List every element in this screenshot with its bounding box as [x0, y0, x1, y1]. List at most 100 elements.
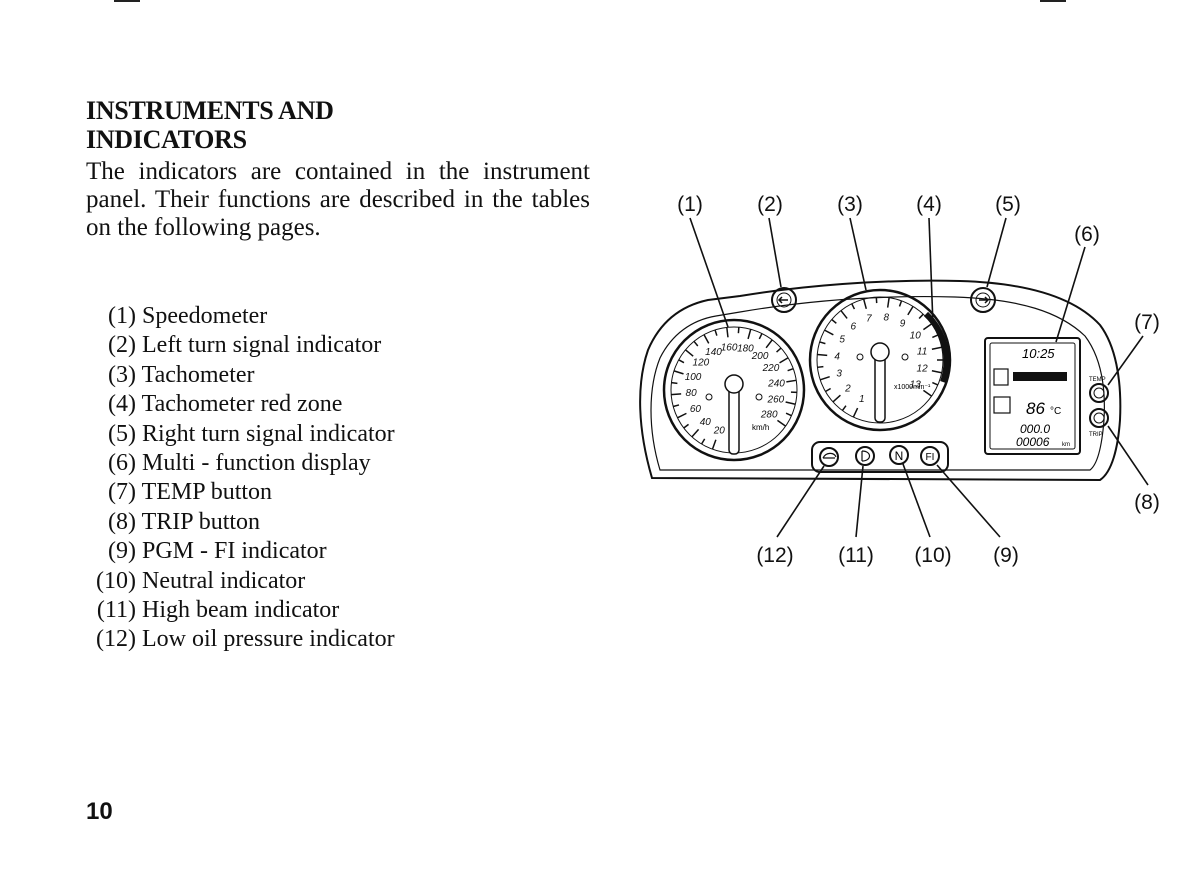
- callout-1: (1): [677, 193, 703, 216]
- list-item: (3) Tachometer: [108, 361, 255, 388]
- callout-4: (4): [916, 193, 942, 216]
- speedometer-tick-label: 200: [751, 351, 769, 362]
- display-clock: 10:25: [1022, 346, 1055, 361]
- parts-list: (1) Speedometer (2) Left turn signal ind…: [80, 302, 395, 655]
- section-heading: INSTRUMENTS AND INDICATORS: [86, 96, 334, 154]
- tachometer-tick: [886, 297, 890, 308]
- list-item: (8) TRIP button: [108, 508, 261, 535]
- speedometer-tick: [765, 339, 773, 349]
- callout-6: (6): [1074, 223, 1100, 246]
- list-item: (4) Tachometer red zone: [108, 391, 343, 418]
- speedometer-tick-label: 20: [713, 425, 726, 436]
- speedometer-tick: [726, 327, 729, 338]
- speedometer-dial: [662, 318, 806, 462]
- low-oil-pressure-indicator: [819, 447, 839, 467]
- speedometer-tick-label: 120: [693, 358, 710, 369]
- fuel-gauge-bar: [1013, 372, 1067, 381]
- display-distance-unit: km: [1062, 442, 1070, 448]
- heading-line-1: INSTRUMENTS AND: [86, 96, 334, 125]
- speedometer-tick: [776, 419, 787, 427]
- tachometer-tick-label: 1: [859, 394, 865, 405]
- speedometer-tick-label: 80: [686, 388, 698, 399]
- page-number: 10: [86, 798, 113, 825]
- speedometer-tick-label: 160: [721, 342, 738, 353]
- tachometer-unit: x1000min⁻¹: [894, 384, 931, 391]
- indicator-strip: [811, 441, 949, 473]
- fi-symbol: FI: [926, 452, 935, 463]
- list-item: (10) Neutral indicator: [96, 567, 306, 594]
- speedometer-tick: [700, 438, 706, 445]
- speedometer-tick: [673, 404, 680, 408]
- speedometer-tick: [703, 334, 710, 344]
- panel-housing: [639, 279, 1122, 482]
- speedometer-tick-label: 140: [705, 347, 722, 358]
- speedometer-tick: [671, 393, 682, 396]
- crop-mark-left: [114, 0, 140, 2]
- list-item: (5) Right turn signal indicator: [108, 420, 395, 447]
- tachometer-tick-label: 7: [866, 313, 872, 324]
- tachometer-tick: [932, 334, 939, 339]
- tachometer-tick: [817, 353, 828, 357]
- display-total: 00006: [1016, 435, 1050, 449]
- speedometer-tick: [691, 428, 700, 438]
- tachometer-tick: [841, 405, 847, 411]
- tachometer-tick-label: 3: [836, 369, 842, 380]
- tachometer-tick: [852, 407, 859, 418]
- tachometer-tick-label: 13: [910, 380, 922, 391]
- callout-8: (8): [1134, 491, 1160, 514]
- speedometer-tick-label: 100: [685, 372, 702, 383]
- tachometer-tick: [840, 310, 848, 319]
- list-item: (9) PGM - FI indicator: [108, 538, 327, 565]
- temp-button: [1089, 383, 1109, 403]
- speedometer-tick: [785, 412, 792, 417]
- speedometer-tick: [758, 333, 763, 340]
- crop-mark-right: [1040, 0, 1066, 2]
- tachometer-tick-label: 5: [839, 335, 845, 346]
- speedometer-tick-label: 260: [767, 395, 785, 406]
- speedometer-tick-label: 60: [690, 404, 702, 415]
- list-item: (6) Multi - function display: [108, 450, 371, 477]
- display-temp: 86: [1026, 399, 1045, 418]
- tachometer-tick: [851, 303, 856, 310]
- tachometer-tick-label: 4: [834, 351, 840, 362]
- tachometer-tick: [922, 389, 933, 397]
- tachometer-tick-label: 8: [883, 312, 889, 323]
- tachometer-tick-label: 2: [844, 384, 851, 395]
- speedometer-unit: km/h: [752, 423, 769, 432]
- left-arrow-icon: [777, 296, 788, 304]
- speedometer-tick: [677, 412, 687, 419]
- temp-button-label: TEMP: [1089, 377, 1106, 383]
- neutral-symbol: N: [895, 449, 904, 463]
- leader-lines: [689, 217, 1149, 538]
- oil-can-icon: [822, 452, 837, 459]
- speedometer-tick: [747, 329, 752, 340]
- coolant-temp-icon: [993, 396, 1011, 414]
- tachometer-tick: [817, 365, 824, 369]
- tachometer-tick: [825, 387, 832, 393]
- tachometer-tick: [831, 318, 837, 324]
- heading-line-2: INDICATORS: [86, 125, 247, 154]
- list-item: (12) Low oil pressure indicator: [96, 626, 395, 653]
- tachometer-tick-label: 12: [917, 364, 929, 375]
- callout-3: (3): [837, 193, 863, 216]
- speedometer-tick-label: 280: [760, 410, 778, 421]
- display-trip: 000.0: [1020, 422, 1050, 436]
- neutral-indicator: [889, 445, 909, 465]
- tachometer-tick: [931, 346, 942, 351]
- tachometer-tick: [862, 298, 868, 310]
- list-item: (2) Left turn signal indicator: [108, 332, 382, 359]
- callout-10: (10): [914, 544, 951, 567]
- tachometer-tick: [898, 300, 903, 307]
- right-arrow-icon: [979, 296, 990, 304]
- tachometer-red-zone: [923, 311, 950, 383]
- speedometer-tick: [779, 357, 789, 364]
- callout-11: (11): [838, 544, 874, 567]
- list-item: (1) Speedometer: [108, 303, 268, 329]
- multi-function-display: [984, 337, 1081, 455]
- pgm-fi-indicator: [920, 446, 940, 466]
- list-item: (7) TEMP button: [108, 479, 273, 506]
- tachometer-tick: [819, 341, 826, 345]
- speedometer-tick: [786, 379, 797, 383]
- tachometer-tick: [819, 375, 830, 381]
